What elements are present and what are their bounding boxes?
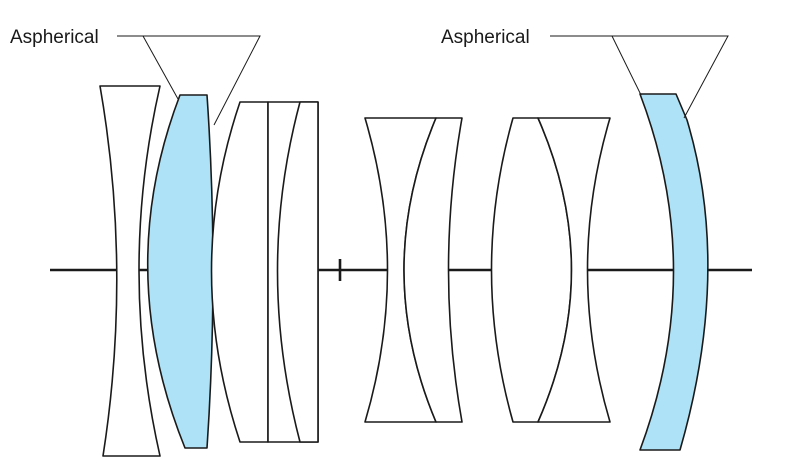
lens-element-9-aspherical [639,93,709,451]
right-label-pointer-left [611,35,642,96]
lens-element-1 [99,85,161,457]
left-label-pointer-left [142,35,179,100]
aspherical-label-right: Aspherical [441,27,530,48]
lens-element-4-rear-face [276,101,319,443]
left-label-pointer-right [143,35,261,126]
aspherical-label-left: Aspherical [10,27,99,48]
lens-element-8 [537,117,611,423]
lens-element-2-aspherical [146,94,214,449]
lens-element-3 [210,101,269,443]
right-label-pointer-right [612,35,729,119]
lens-element-6 [403,117,463,423]
